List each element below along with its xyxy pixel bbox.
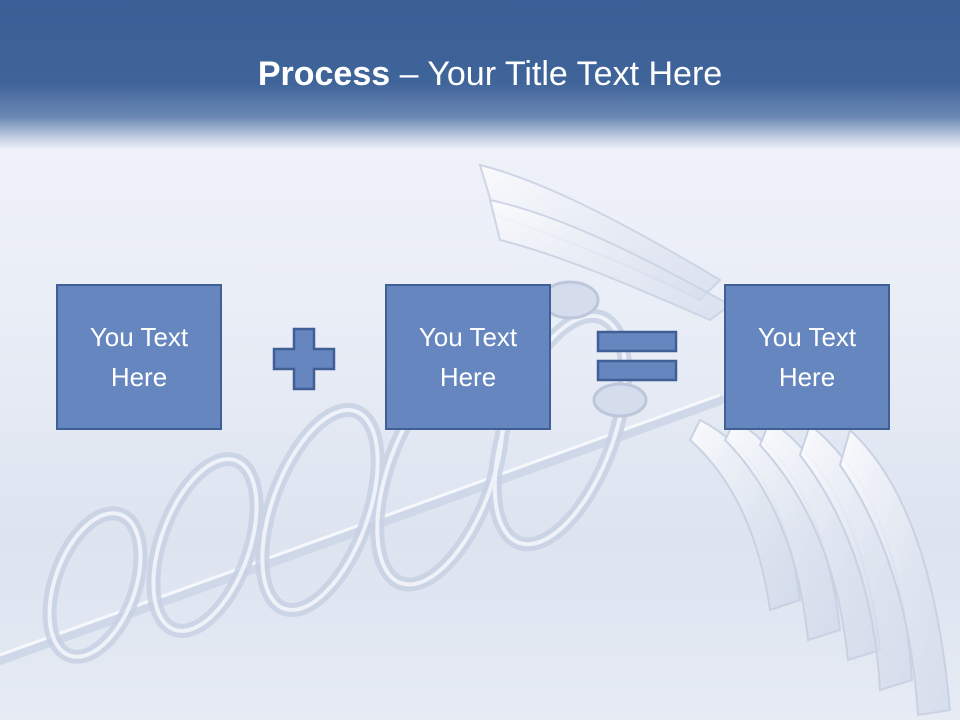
process-box-2-text: You Text Here (418, 322, 518, 392)
process-box-1: You Text Here (56, 284, 222, 430)
process-box-1-text: You Text Here (89, 322, 189, 392)
header-bar (0, 0, 960, 150)
process-box-2: You Text Here (385, 284, 551, 430)
process-box-3-text: You Text Here (757, 322, 857, 392)
process-box-3: You Text Here (724, 284, 890, 430)
slide-title: Process – Your Title Text Here (0, 52, 960, 96)
title-rest: – Your Title Text Here (390, 55, 723, 93)
equals-icon (596, 330, 678, 382)
plus-icon (272, 327, 336, 391)
title-bold: Process (257, 55, 391, 93)
